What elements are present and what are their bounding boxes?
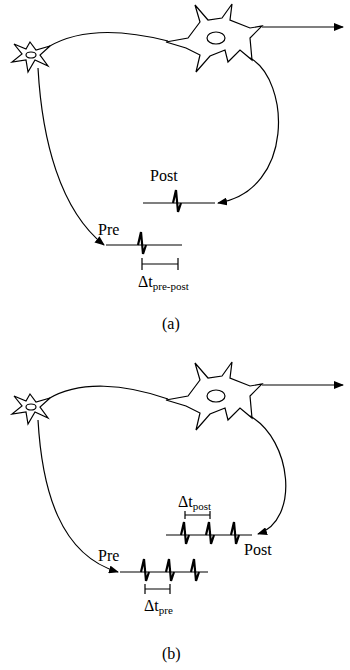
axon-arrow — [262, 26, 343, 27]
small-neuron — [12, 42, 50, 72]
signal-name: Post — [244, 542, 272, 558]
signal-name: Pre — [98, 548, 119, 564]
interval-subscript: post — [193, 501, 211, 512]
interval-symbol: Δt — [138, 274, 153, 290]
interval-symbol: Δt — [178, 494, 193, 510]
pre-trace — [120, 559, 208, 581]
interval-subscript: pre-post — [153, 281, 189, 292]
axon-arrow — [262, 384, 343, 385]
interval-bracket — [142, 258, 178, 270]
small-neuron — [12, 394, 50, 424]
large-neuron — [166, 362, 262, 430]
post-trace — [166, 522, 252, 544]
pre-electrode — [38, 68, 104, 245]
interval-bracket — [145, 584, 170, 594]
synapse-line — [48, 33, 168, 47]
post-electrode — [218, 58, 278, 203]
interval-subscript: pre — [159, 605, 173, 616]
post-electrode — [250, 416, 286, 534]
interval-bracket — [185, 511, 210, 519]
synapse-line — [48, 386, 168, 399]
interval-symbol: Δt — [144, 598, 159, 614]
signal-name: Post — [150, 168, 178, 184]
panel-label: (b) — [162, 646, 181, 662]
large-neuron — [166, 4, 262, 72]
signal-name: Pre — [98, 222, 119, 238]
post-trace — [143, 190, 215, 212]
panel-label: (a) — [162, 316, 180, 332]
